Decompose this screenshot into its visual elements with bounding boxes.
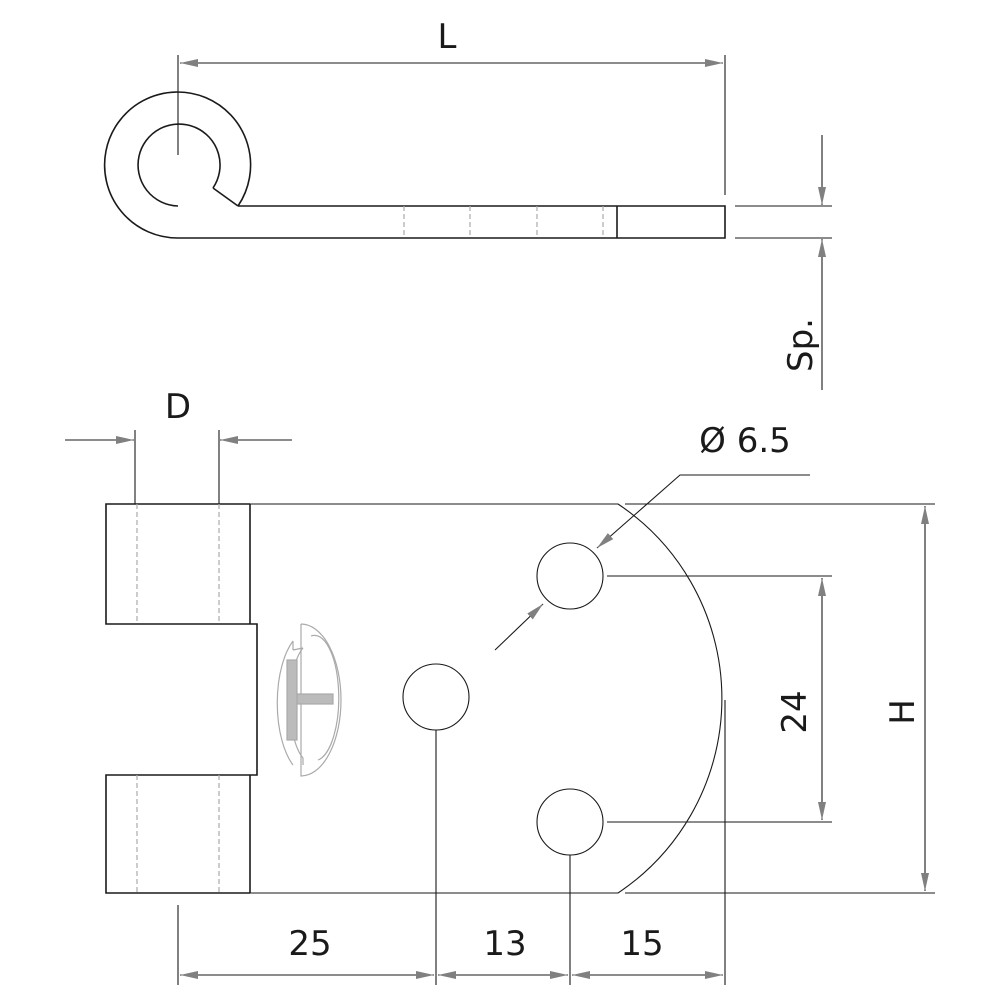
hole-spacing-label: 24 <box>775 690 815 733</box>
thickness-label: Sp. <box>781 318 821 372</box>
diameter-label: D <box>165 387 191 427</box>
hinge-curl-inner <box>137 123 239 207</box>
side-view: L Sp. <box>103 17 832 390</box>
hole-diameter-label: Ø 6.5 <box>699 421 791 461</box>
hole-bottom <box>536 788 604 856</box>
hole-center <box>402 663 470 731</box>
dim-25-label: 25 <box>288 924 331 964</box>
leaf-outline <box>250 503 723 894</box>
hole-top <box>536 542 604 610</box>
hole-diameter-leader <box>596 474 810 549</box>
dim-15-label: 15 <box>620 924 663 964</box>
height-label: H <box>883 699 923 725</box>
length-label: L <box>438 17 457 57</box>
logo-icon <box>276 623 342 777</box>
front-view: 24 H D Ø 6.5 25 13 15 <box>65 387 935 985</box>
dim-13-label: 13 <box>483 924 526 964</box>
hinge-profile <box>103 91 726 239</box>
hidden-lines <box>403 206 604 238</box>
knuckles <box>105 503 258 894</box>
